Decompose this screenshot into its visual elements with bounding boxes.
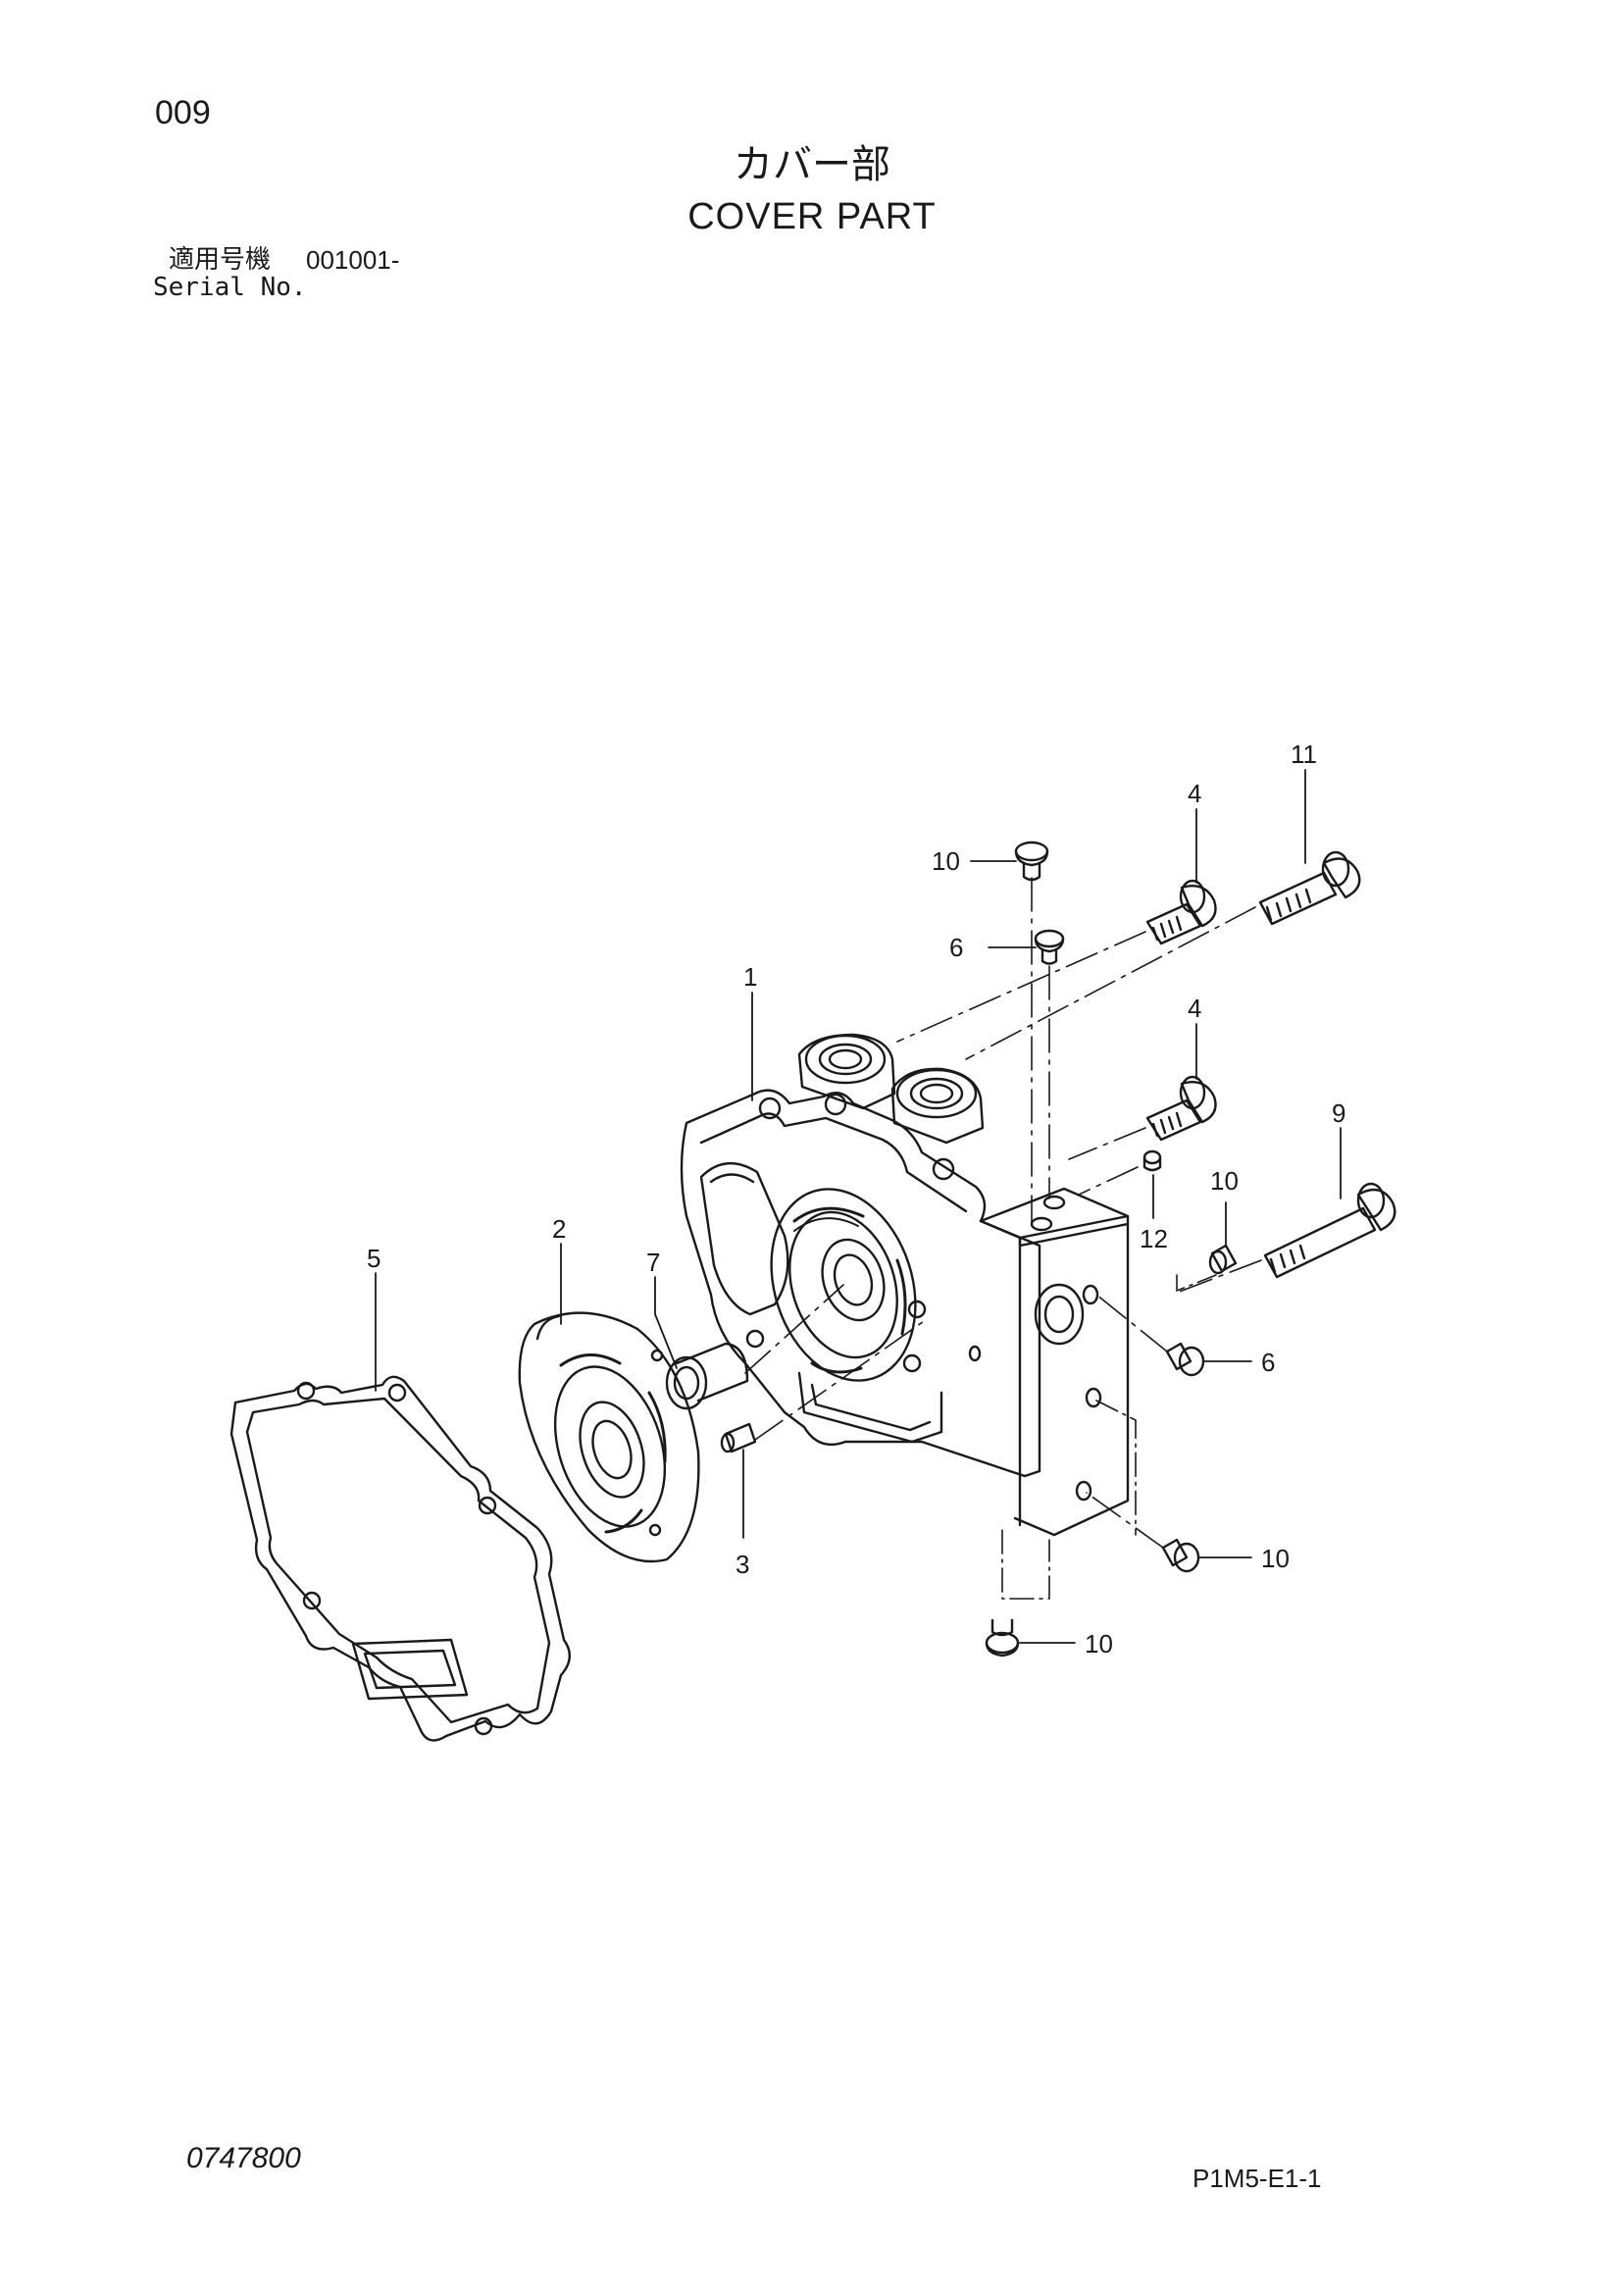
part-3-pin (720, 1422, 757, 1454)
title-japanese: カバー部 (734, 142, 890, 187)
callout-11: 11 (1291, 740, 1317, 769)
callout-6-upper: 6 (949, 933, 963, 962)
callout-6-right: 6 (1261, 1348, 1275, 1377)
part-10-plug-bottom (985, 1618, 1020, 1658)
callout-5: 5 (367, 1244, 381, 1273)
part-5-gasket (229, 1375, 571, 1742)
part-10-plug-right-upper (1208, 1244, 1238, 1275)
part-7-bushing (665, 1342, 749, 1410)
callout-9: 9 (1332, 1098, 1345, 1128)
serial-value: 001001- (306, 245, 400, 275)
part-10-plug-top (1014, 841, 1049, 882)
callout-4-upper: 4 (1188, 779, 1201, 808)
callout-10-top: 10 (932, 846, 960, 876)
callout-10-bottom: 10 (1085, 1629, 1113, 1658)
callout-3: 3 (736, 1550, 749, 1579)
part-6-plug-right (1165, 1342, 1205, 1377)
part-2-valve-plate (518, 1311, 700, 1563)
part-1-cover-housing (680, 1033, 1130, 1537)
part-4-bolt-upper (1145, 879, 1217, 945)
assembly-lines (744, 877, 1262, 1549)
part-9-bolt (1263, 1182, 1396, 1279)
part-4-bolt-lower (1145, 1075, 1217, 1142)
bracket-lines (1001, 1274, 1217, 1600)
callout-1: 1 (743, 962, 757, 992)
part-11-bolt (1258, 850, 1361, 926)
callout-10-right-upper: 10 (1210, 1166, 1239, 1196)
leader-lines (375, 769, 1342, 1644)
callout-2: 2 (552, 1214, 566, 1244)
serial-label-english: Serial No. (153, 273, 307, 302)
callout-7: 7 (646, 1248, 660, 1277)
part-10-plug-right-lower (1161, 1538, 1200, 1573)
document-code: 0747800 (186, 2142, 301, 2174)
figure-code: P1M5-E1-1 (1193, 2164, 1322, 2193)
callout-10-right-lower: 10 (1261, 1544, 1290, 1573)
part-12-plug (1142, 1149, 1162, 1172)
page-number: 009 (155, 94, 211, 131)
callout-numbers: 1 2 3 4 4 5 6 6 7 9 10 10 10 10 11 12 (367, 740, 1345, 1658)
serial-label-japanese: 適用号機 (169, 245, 272, 275)
part-6-plug-top (1034, 929, 1065, 965)
callout-4-lower: 4 (1188, 994, 1201, 1023)
callout-12: 12 (1140, 1224, 1168, 1253)
title-english: COVER PART (687, 196, 937, 237)
